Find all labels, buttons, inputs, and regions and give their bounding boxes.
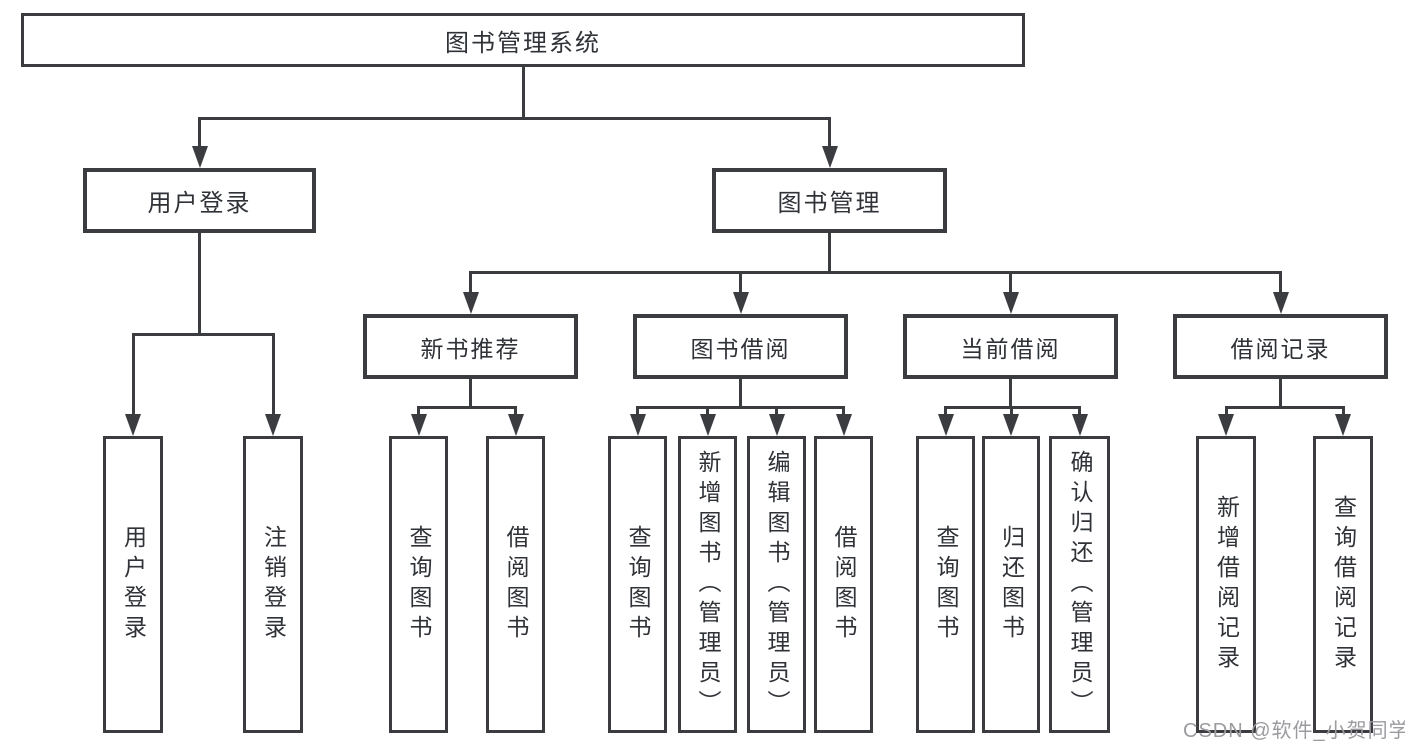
arrowhead-down-icon <box>410 414 427 436</box>
arrowhead-down-icon <box>1071 414 1088 436</box>
watermark: CSDN @软件_小贺同学 <box>1183 720 1405 742</box>
connector-line <box>944 407 947 416</box>
connector-line <box>1224 405 1345 409</box>
node-label: 新增借阅记录 <box>1213 494 1240 675</box>
node-book-borrow: 图书借阅 <box>633 314 848 379</box>
node-borrow-records: 借阅记录 <box>1173 314 1388 379</box>
arrowhead-down-icon <box>1003 414 1019 436</box>
node-label: 新书推荐 <box>420 335 521 362</box>
connector-line <box>739 379 742 409</box>
connector-line <box>198 118 201 148</box>
arrowhead-down-icon <box>732 292 749 314</box>
node-label: 借阅记录 <box>1230 335 1331 362</box>
node-cb-return: 归还图书 <box>982 436 1040 733</box>
node-label: 图书借阅 <box>690 335 791 362</box>
node-new-book-rec: 新书推荐 <box>363 314 578 379</box>
node-nbr-query: 查询图书 <box>389 436 448 733</box>
node-bb-add: 新增图书（管理员） <box>678 436 737 733</box>
node-label: 编辑图书（管理员） <box>764 449 790 720</box>
node-br-add: 新增借阅记录 <box>1196 436 1256 733</box>
node-label: 新增图书（管理员） <box>695 449 721 720</box>
arrowhead-down-icon <box>507 414 524 436</box>
connector-line <box>739 272 742 294</box>
connector-line <box>271 334 275 416</box>
connector-line <box>1224 407 1228 416</box>
node-label: 查询图书 <box>933 524 959 645</box>
connector-line <box>198 233 201 336</box>
node-user-login-leaf: 用户登录 <box>103 436 163 733</box>
node-bb-borrow: 借阅图书 <box>814 436 873 733</box>
connector-line <box>706 407 709 416</box>
connector-line <box>1009 272 1012 294</box>
connector-line <box>1078 407 1081 416</box>
connector-line <box>198 116 831 120</box>
connector-line <box>1009 379 1012 409</box>
arrowhead-down-icon <box>937 414 954 436</box>
arrowhead-down-icon <box>821 146 838 168</box>
connector-line <box>469 270 1282 274</box>
node-logout: 注销登录 <box>243 436 303 733</box>
node-cb-confirm: 确认归还（管理员） <box>1049 436 1110 733</box>
arrowhead-down-icon <box>462 292 479 314</box>
node-root: 图书管理系统 <box>21 13 1025 67</box>
connector-line <box>131 334 135 416</box>
connector-line <box>1009 407 1013 416</box>
node-label: 借阅图书 <box>503 524 529 645</box>
node-label: 用户登录 <box>147 190 252 217</box>
node-label: 查询图书 <box>625 524 651 645</box>
node-label: 注销登录 <box>260 524 287 645</box>
node-label: 确认归还（管理员） <box>1067 449 1093 720</box>
connector-line <box>1279 379 1282 409</box>
arrowhead-down-icon <box>1272 292 1289 314</box>
arrowhead-down-icon <box>125 414 141 436</box>
connector-line <box>417 407 420 416</box>
connector-line <box>1341 407 1345 416</box>
node-br-query: 查询借阅记录 <box>1313 436 1373 733</box>
connector-line <box>1279 272 1282 294</box>
arrowhead-down-icon <box>1218 414 1234 436</box>
connector-line <box>842 407 845 416</box>
connector-line <box>828 233 831 274</box>
connector-line <box>636 405 845 409</box>
node-nbr-borrow: 借阅图书 <box>486 436 545 733</box>
node-label: 图书管理系统 <box>445 29 601 57</box>
node-label: 图书管理 <box>777 190 882 217</box>
node-current-borrow: 当前借阅 <box>903 314 1118 379</box>
connector-line <box>636 407 639 416</box>
arrowhead-down-icon <box>191 146 208 168</box>
arrowhead-down-icon <box>629 414 646 436</box>
node-label: 查询借阅记录 <box>1330 494 1357 675</box>
arrowhead-down-icon <box>699 414 716 436</box>
connector-line <box>521 67 525 120</box>
node-bb-query: 查询图书 <box>608 436 667 733</box>
arrowhead-down-icon <box>768 414 785 436</box>
connector-line <box>469 272 472 294</box>
node-cb-query: 查询图书 <box>916 436 975 733</box>
node-label: 当前借阅 <box>960 335 1061 362</box>
connector-line <box>775 407 778 416</box>
node-label: 借阅图书 <box>831 524 857 645</box>
node-user-login: 用户登录 <box>83 168 316 233</box>
node-book-mgmt: 图书管理 <box>712 168 947 233</box>
connector-line <box>469 379 472 409</box>
connector-line <box>514 407 517 416</box>
arrowhead-down-icon <box>1335 414 1351 436</box>
connector-line <box>417 405 517 409</box>
node-label: 查询图书 <box>406 524 432 645</box>
connector-line <box>944 405 1081 409</box>
arrowhead-down-icon <box>265 414 281 436</box>
node-label: 归还图书 <box>998 524 1025 645</box>
arrowhead-down-icon <box>835 414 852 436</box>
node-bb-edit: 编辑图书（管理员） <box>747 436 806 733</box>
arrowhead-down-icon <box>1002 292 1019 314</box>
connector-line <box>828 118 831 148</box>
node-label: 用户登录 <box>120 524 147 645</box>
connector-line <box>131 332 275 336</box>
